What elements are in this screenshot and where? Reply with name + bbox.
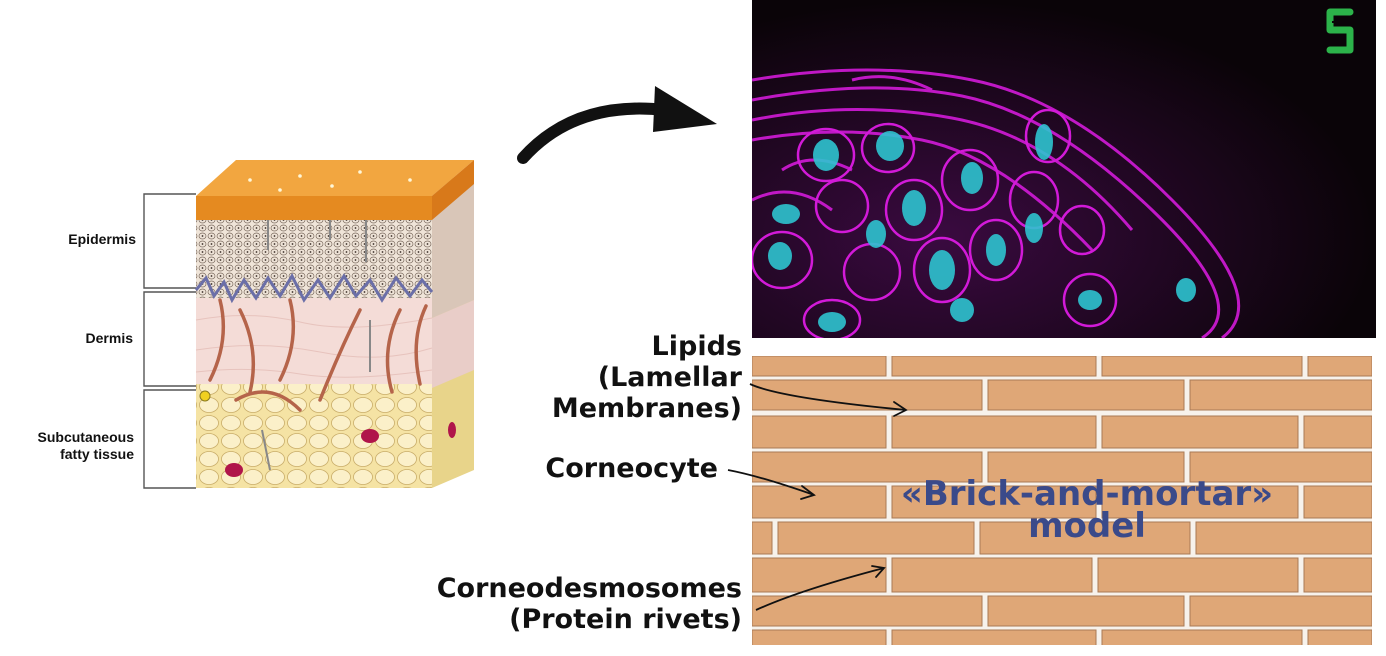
lipids-label: Lipids (Lamellar Membranes)	[520, 331, 742, 424]
dermis-label: Dermis	[85, 330, 133, 346]
corneodesmosomes-label: Corneodesmosomes (Protein rivets)	[400, 573, 742, 635]
lipids-pointer-arrow	[749, 383, 907, 411]
corneodesmosomes-label-line2: (Protein rivets)	[509, 604, 742, 635]
lipids-label-line3: Membranes)	[551, 393, 742, 424]
corneodesmosomes-pointer-arrow	[755, 567, 885, 611]
layer-brackets	[143, 193, 196, 489]
corneodesmosomes-label-line1: Corneodesmosomes	[436, 573, 742, 604]
green-s-logo-icon	[1326, 8, 1354, 54]
skin-cross-section-illustration	[143, 160, 474, 489]
fluorescence-micrograph	[752, 0, 1376, 338]
model-title-line1: «Brick-and-mortar»	[900, 474, 1274, 514]
curved-arrow-icon	[517, 86, 717, 164]
subcutaneous-label-line2: fatty tissue	[60, 446, 134, 462]
lipids-label-line1: Lipids	[651, 331, 742, 362]
lipids-label-line2: (Lamellar	[597, 362, 742, 393]
corneocyte-pointer-arrow	[727, 469, 815, 496]
model-title-line2: model	[1028, 506, 1146, 546]
corneocyte-label: Corneocyte	[545, 453, 718, 484]
subcutaneous-label-line1: Subcutaneous	[37, 429, 134, 445]
micrograph-panel	[752, 0, 1376, 338]
model-title: «Brick-and-mortar» model	[882, 474, 1292, 546]
epidermis-label: Epidermis	[68, 231, 136, 247]
skin-diagram: Epidermis Dermis Subcutaneous fatty tiss…	[0, 0, 520, 651]
subcutaneous-label: Subcutaneous fatty tissue	[10, 429, 134, 463]
